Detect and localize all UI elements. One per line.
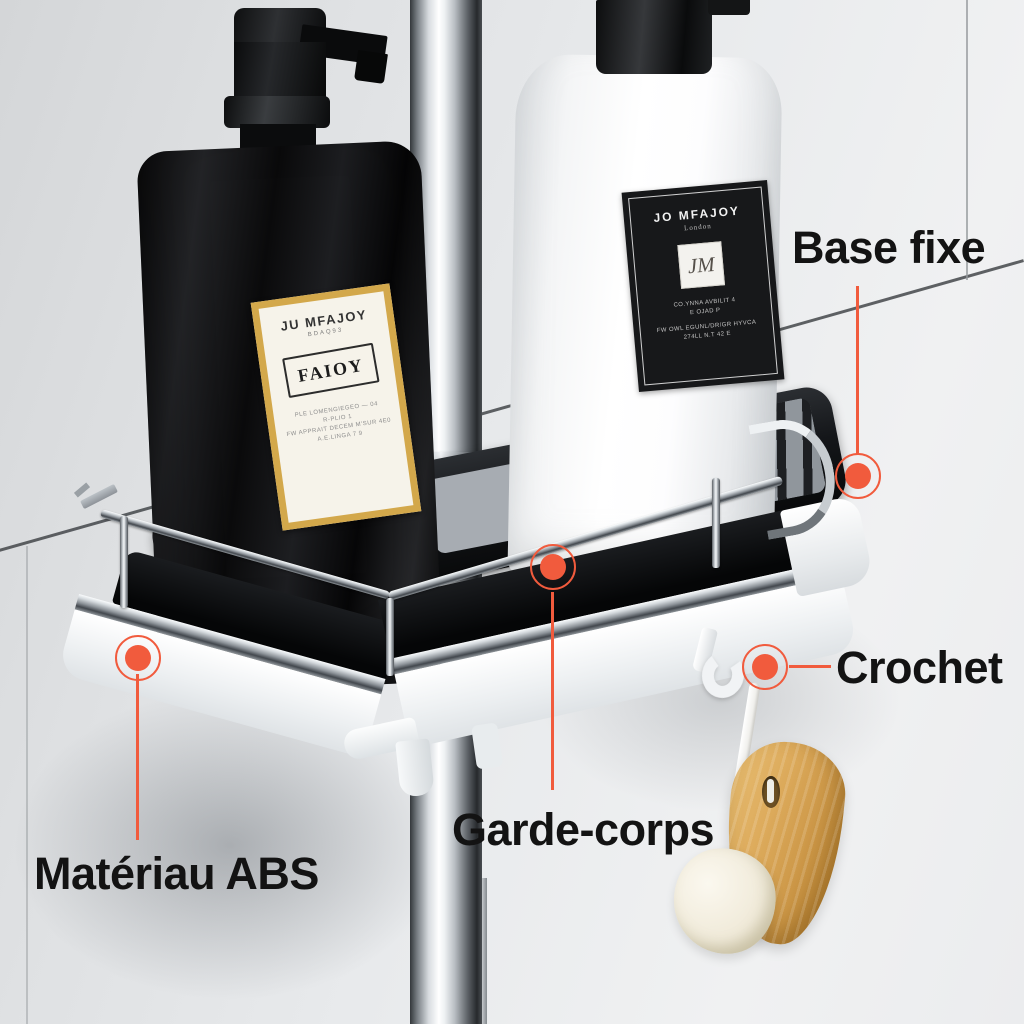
callout-ring-base-fixe — [835, 453, 881, 499]
callout-dot-materiau-abs — [125, 645, 151, 671]
rail-post-middle — [386, 598, 394, 676]
callout-dot-garde-corps — [540, 554, 566, 580]
callout-label-garde-corps: Garde-corps — [452, 804, 715, 855]
callout-label-base-fixe: Base fixe — [792, 222, 986, 273]
callout-ring-materiau-abs — [115, 635, 161, 681]
callout-ring-garde-corps — [530, 544, 576, 590]
white-bottle-label: JO MFAJOY London JM CO.YNNA AVBILIT 4 E … — [621, 180, 785, 392]
rope-through-hole — [767, 779, 774, 803]
callout-line-materiau-abs — [136, 674, 139, 840]
callout-ring-crochet — [742, 644, 788, 690]
wall-tile-seam-vertical-right — [966, 0, 968, 280]
rail-post-right — [712, 478, 720, 568]
black-bottle-box-text: FAIOY — [282, 342, 380, 399]
white-bottle-label-border: JO MFAJOY London JM CO.YNNA AVBILIT 4 E … — [628, 186, 778, 386]
rail-post-left — [120, 516, 128, 608]
callout-dot-base-fixe — [845, 463, 871, 489]
callout-label-crochet: Crochet — [836, 642, 1003, 693]
callout-line-base-fixe — [856, 286, 859, 454]
white-bottle-pump-spout — [708, 0, 750, 15]
callout-line-crochet — [789, 665, 831, 668]
black-bottle-collar — [224, 96, 330, 128]
white-bottle-pump-cap — [596, 0, 712, 74]
black-bottle-pump-cylinder — [234, 42, 326, 102]
rail-wall-anchor-tip — [73, 482, 91, 498]
white-bottle-monogram: JM — [677, 241, 726, 289]
black-bottle-pump-spout — [354, 50, 388, 84]
callout-dot-crochet — [752, 654, 778, 680]
wall-tile-seam-vertical-left — [26, 546, 28, 1024]
callout-line-garde-corps — [551, 592, 554, 790]
callout-label-materiau-abs: Matériau ABS — [34, 848, 319, 899]
pole-clamp-hook — [395, 738, 435, 798]
